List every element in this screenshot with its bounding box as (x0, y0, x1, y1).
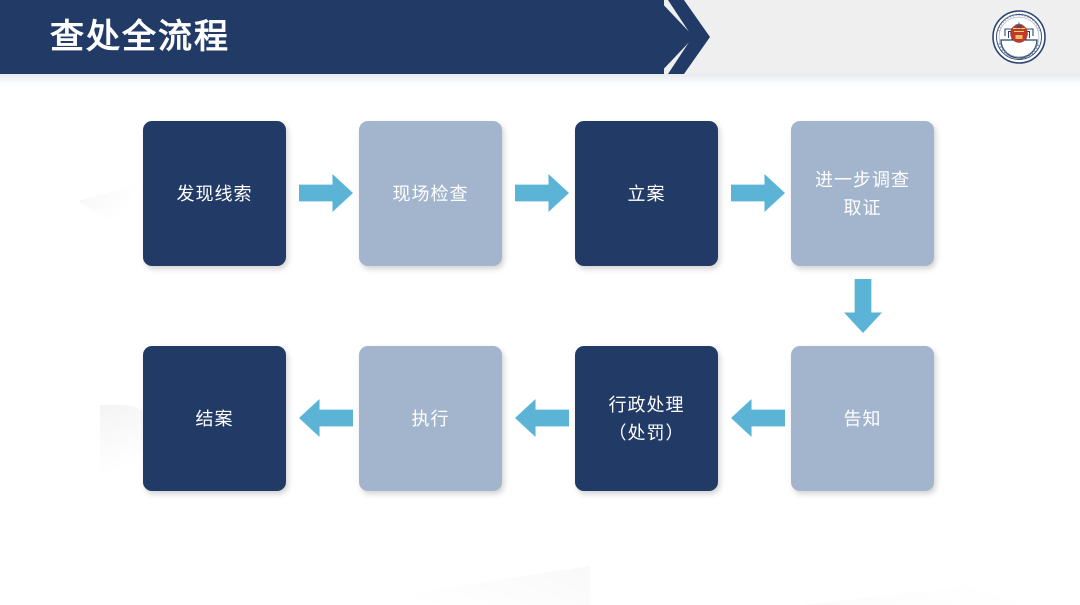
arrow-down-icon (844, 279, 882, 333)
header-navy-bar (0, 0, 664, 74)
flow-step-execution[interactable]: 执行 (359, 346, 502, 491)
arrow-right-icon-2 (515, 174, 569, 212)
background-decoration-bottom (300, 566, 590, 605)
flow-step-case-closed[interactable]: 结案 (143, 346, 286, 491)
slide-header: 查处全流程 (0, 0, 1080, 74)
background-decoration-bottom-right (760, 575, 1060, 605)
page-title: 查处全流程 (50, 18, 230, 56)
header-underline (0, 74, 1080, 88)
flow-step-discover-clue[interactable]: 发现线索 (143, 121, 286, 266)
background-decoration-left (78, 185, 138, 225)
arrow-right-icon-3 (731, 174, 785, 212)
arrow-left-icon-1 (299, 399, 353, 437)
flow-step-case-filing[interactable]: 立案 (575, 121, 718, 266)
arrow-right-icon-1 (299, 174, 353, 212)
agency-emblem-logo (991, 9, 1047, 65)
arrow-left-icon-3 (731, 399, 785, 437)
flow-step-notification[interactable]: 告知 (791, 346, 934, 491)
arrow-left-icon-2 (515, 399, 569, 437)
flow-step-administrative-penalty[interactable]: 行政处理 （处罚） (575, 346, 718, 491)
flow-step-further-investigation[interactable]: 进一步调查 取证 (791, 121, 934, 266)
flow-step-onsite-inspection[interactable]: 现场检查 (359, 121, 502, 266)
